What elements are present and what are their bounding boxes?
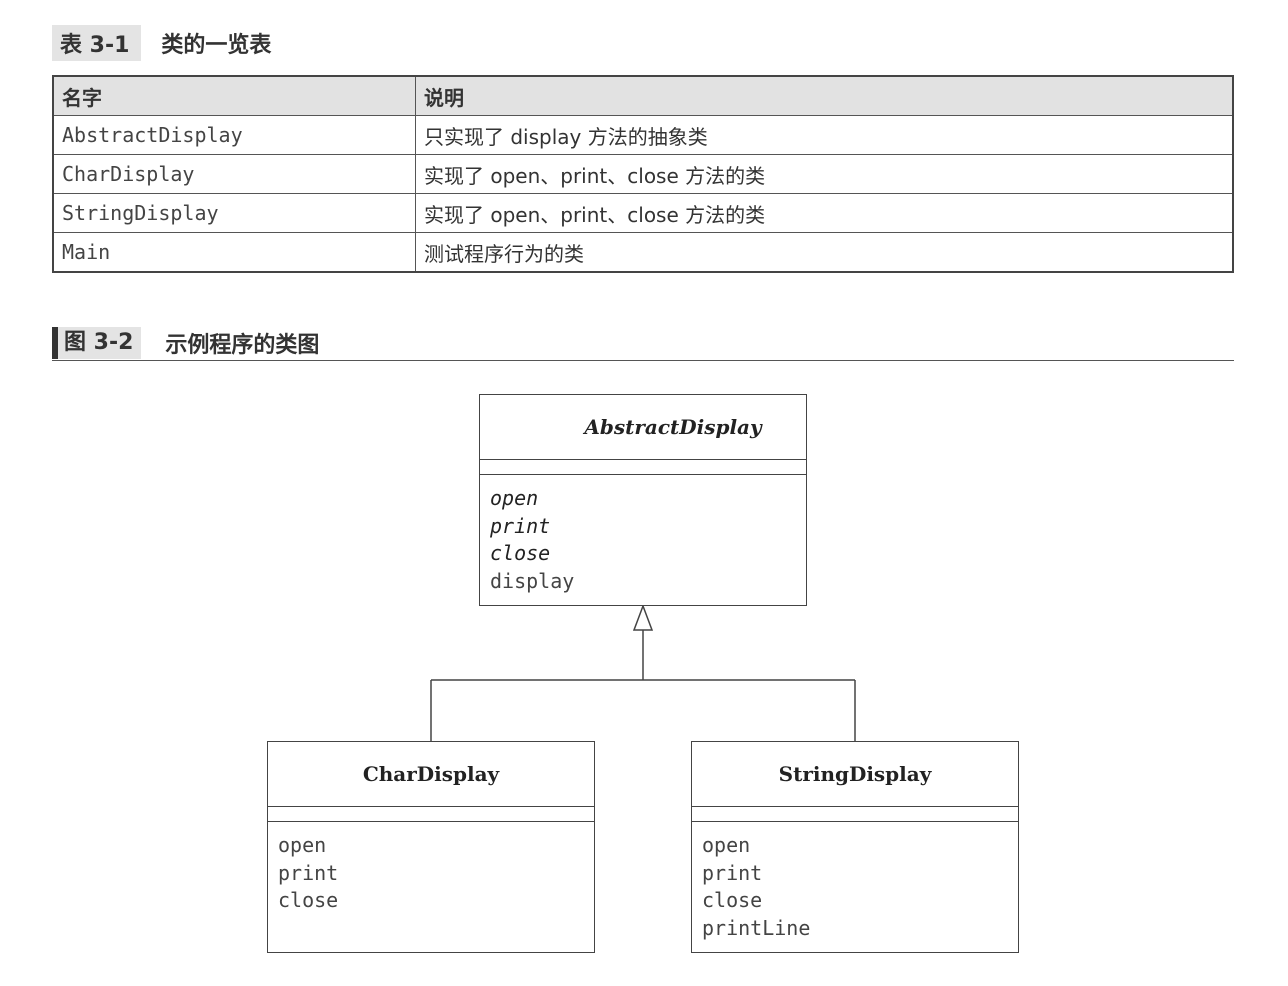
class-overview-table: 名字 说明 AbstractDisplay 只实现了 display 方法的抽象… xyxy=(52,75,1234,273)
class-name: StringDisplay xyxy=(692,742,1018,807)
class-description-cell: 测试程序行为的类 xyxy=(415,232,1234,273)
class-description-cell: 实现了 open、print、close 方法的类 xyxy=(415,193,1234,233)
methods-compartment: open print close display xyxy=(480,475,806,595)
figure-label: 图 3-2 xyxy=(58,327,142,359)
class-name: CharDisplay xyxy=(268,742,594,807)
method-item: print xyxy=(702,860,763,885)
column-header-name: 名字 xyxy=(52,75,416,116)
table-caption: 表 3-1 类的一览表 xyxy=(52,24,271,62)
attributes-compartment xyxy=(692,807,1018,822)
class-name-cell: StringDisplay xyxy=(52,193,416,233)
figure-caption: 图 3-2 示例程序的类图 xyxy=(52,326,1234,361)
attributes-compartment xyxy=(268,807,594,822)
method-item: open xyxy=(278,833,327,857)
figure-title: 示例程序的类图 xyxy=(165,333,320,358)
generalization-arrowhead xyxy=(632,603,654,631)
table-row: StringDisplay 实现了 open、print、close 方法的类 xyxy=(52,193,1234,233)
method-item: display xyxy=(490,568,575,593)
method-item: close xyxy=(490,541,551,565)
caption-bar xyxy=(52,327,58,359)
method-item: print xyxy=(490,513,551,538)
attributes-compartment xyxy=(480,460,806,475)
abstract-display-class: AbstractDisplay open print close display xyxy=(479,394,807,606)
class-name-cell: AbstractDisplay xyxy=(52,115,416,155)
table-row: Main 测试程序行为的类 xyxy=(52,232,1234,273)
method-item: print xyxy=(278,860,339,885)
table-label: 表 3-1 xyxy=(52,25,142,61)
char-display-class: CharDisplay open print close xyxy=(267,741,595,953)
methods-compartment: open print close printLine xyxy=(692,822,1018,942)
methods-compartment: open print close xyxy=(268,822,594,915)
method-item: close xyxy=(278,888,339,912)
table-row: CharDisplay 实现了 open、print、close 方法的类 xyxy=(52,154,1234,194)
class-name: AbstractDisplay xyxy=(480,395,806,460)
class-name-cell: Main xyxy=(52,232,416,273)
method-item: close xyxy=(702,888,763,912)
class-description-cell: 实现了 open、print、close 方法的类 xyxy=(415,154,1234,194)
method-item: open xyxy=(702,833,751,857)
table-title: 类的一览表 xyxy=(161,33,272,58)
class-name-cell: CharDisplay xyxy=(52,154,416,194)
string-display-class: StringDisplay open print close printLine xyxy=(691,741,1019,953)
method-item: open xyxy=(490,486,539,510)
table-row: AbstractDisplay 只实现了 display 方法的抽象类 xyxy=(52,115,1234,155)
method-item: printLine xyxy=(702,915,811,940)
